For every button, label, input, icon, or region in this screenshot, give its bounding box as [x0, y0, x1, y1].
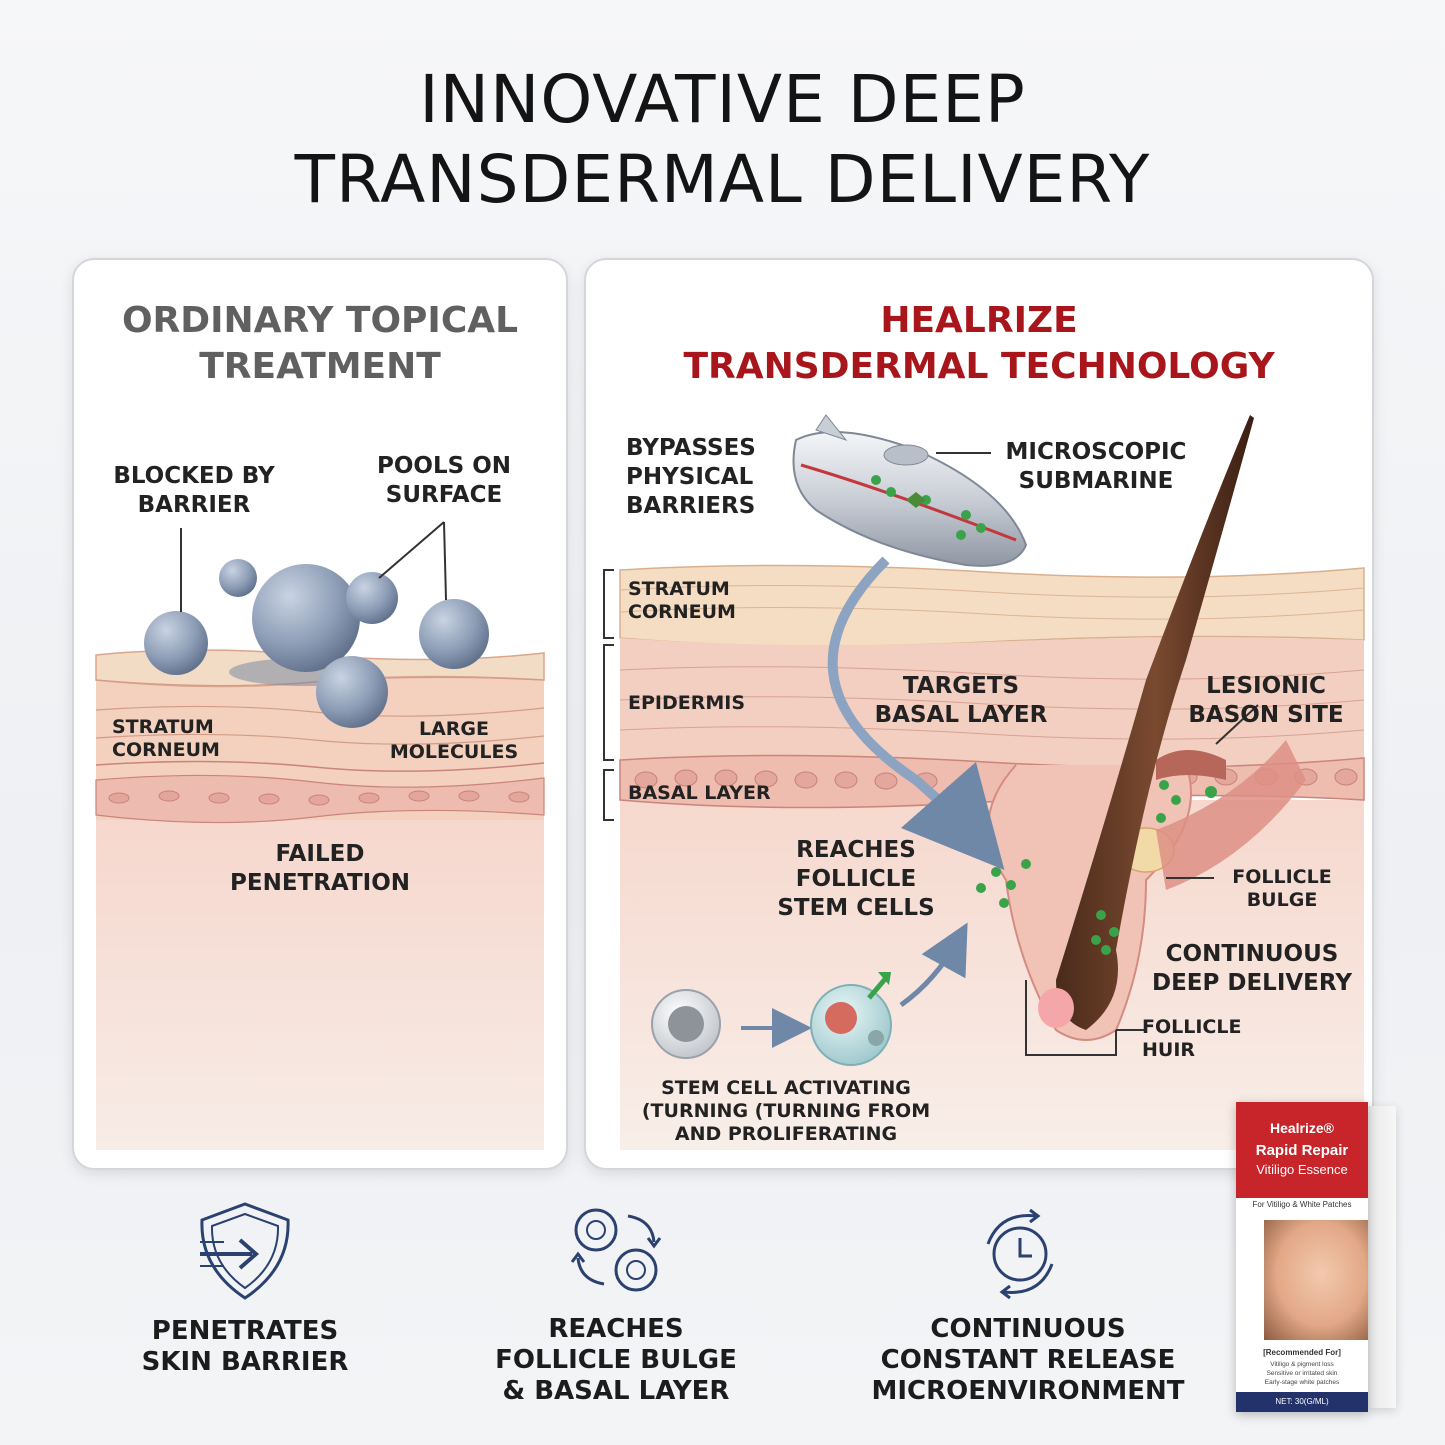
healrize-title-line-2: TRANSDERMAL TECHNOLOGY — [683, 346, 1275, 387]
label-stem-cell-activating: STEM CELL ACTIVATING(TURNING (TURNING FR… — [641, 1077, 931, 1145]
ordinary-skin-illustration — [95, 521, 545, 1150]
product-subname: Vitiligo Essence — [1256, 1162, 1348, 1177]
clock-cycle-icon — [986, 1208, 1054, 1300]
product-brand: Healrize® — [1269, 1120, 1334, 1136]
small-molecule — [219, 559, 257, 597]
product-net-weight: NET: 30(G/ML) — [1236, 1392, 1368, 1412]
product-box-side — [1368, 1106, 1396, 1408]
product-box: Healrize® Rapid Repair Vitiligo Essence … — [1236, 1102, 1396, 1412]
product-header — [1236, 1102, 1368, 1198]
shield-arrow-icon — [200, 1202, 290, 1300]
product-rec-list: Vitiligo & pigment loss Sensitive or irr… — [1264, 1361, 1340, 1386]
label-basal-layer: BASAL LAYER — [628, 782, 771, 804]
product-box-front: Healrize® Rapid Repair Vitiligo Essence … — [1236, 1102, 1368, 1412]
cells-cycle-icon — [570, 1208, 662, 1292]
ordinary-title-line-2: TREATMENT — [199, 346, 441, 387]
page-title: INNOVATIVE DEEP TRANSDERMAL DELIVERY — [0, 60, 1445, 220]
label-epidermis: EPIDERMIS — [628, 692, 746, 714]
ordinary-title-line-1: ORDINARY TOPICAL — [121, 300, 519, 341]
product-tagline: For Vitiligo & White Patches — [1252, 1200, 1352, 1209]
title-line-1: INNOVATIVE DEEP — [419, 61, 1026, 138]
product-recommended: [Recommended For] — [1263, 1348, 1341, 1357]
healrize-panel-title: HEALRIZE TRANSDERMAL TECHNOLOGY — [586, 298, 1372, 390]
submarine-icon — [792, 414, 1028, 567]
transdermal-illustration — [603, 414, 1365, 1150]
product-name: Rapid Repair — [1255, 1142, 1349, 1159]
healrize-title-line-1: HEALRIZE — [880, 300, 1078, 341]
title-line-2: TRANSDERMAL DELIVERY — [294, 141, 1151, 218]
product-face-image — [1264, 1220, 1368, 1340]
ordinary-panel-title: ORDINARY TOPICAL TREATMENT — [74, 298, 566, 390]
healrize-technology-panel: HEALRIZE TRANSDERMAL TECHNOLOGY BYPASSES… — [584, 258, 1374, 1170]
